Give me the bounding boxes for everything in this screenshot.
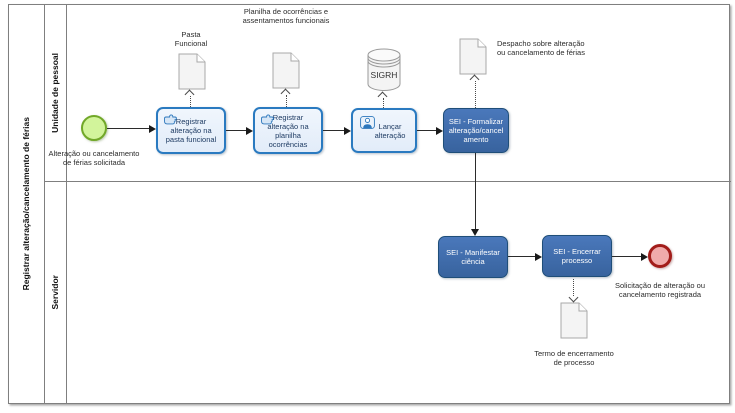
document-icon (272, 52, 300, 89)
task-sei-manifestar-ciencia[interactable]: SEI - Manifestar ciência (438, 236, 508, 278)
assoc-task2-doc2 (286, 95, 287, 107)
process-pool: Registrar alteração/cancelamento de féri… (8, 4, 731, 404)
datastore-label: SIGRH (371, 70, 398, 80)
lane-servidor: Servidor (45, 181, 67, 403)
document-icon (560, 302, 588, 339)
flow-task3-to-task4 (417, 130, 436, 131)
task-label: Registrar alteração na planilha ocorrênc… (267, 112, 309, 149)
end-event[interactable] (648, 244, 672, 268)
task-label: Lançar alteração (374, 121, 406, 140)
task-label: SEI - Encerrar processo (553, 247, 601, 265)
flow-task1-to-task2 (226, 130, 246, 131)
flow-arrowhead (344, 127, 351, 135)
datastore-sigrh[interactable]: SIGRH (366, 47, 402, 94)
user-task-person-icon (360, 116, 375, 131)
manual-task-hand-icon (163, 114, 177, 127)
task-sei-formalizar[interactable]: SEI - Formalizar alteração/cancelamento (443, 108, 509, 153)
assoc-task1-doc1 (190, 96, 191, 107)
lane-unidade-de-pessoal: Unidade de pessoal (45, 5, 67, 181)
flow-arrowhead (471, 229, 479, 236)
pool-title: Registrar alteração/cancelamento de féri… (21, 117, 32, 291)
flow-task4-to-task5 (475, 153, 476, 229)
task-label: SEI - Manifestar ciência (446, 248, 500, 266)
flow-task2-to-task3 (323, 130, 344, 131)
task-lancar-alteracao[interactable]: Lançar alteração (351, 108, 417, 153)
document-label: Termo de encerramento de processo (534, 349, 614, 367)
document-pasta-funcional[interactable] (178, 53, 206, 92)
lane-label: Servidor (50, 274, 61, 310)
flow-arrowhead (246, 127, 253, 135)
assoc-task3-sigrh (383, 98, 384, 108)
document-termo-encerramento[interactable] (560, 302, 588, 341)
manual-task-hand-icon (260, 114, 274, 127)
document-icon (459, 38, 487, 75)
task-registrar-planilha-ocorrencias[interactable]: Registrar alteração na planilha ocorrênc… (253, 107, 323, 154)
database-icon: SIGRH (367, 48, 401, 91)
document-planilha-ocorrencias[interactable] (272, 52, 300, 91)
start-event-label: Alteração ou cancelamento de férias soli… (48, 149, 140, 167)
start-event[interactable] (81, 115, 107, 141)
document-label: Despacho sobre alteração ou cancelamento… (497, 39, 585, 57)
end-event-label: Solicitação de alteração ou cancelamento… (614, 281, 706, 299)
task-label: Registrar alteração na pasta funcional (165, 117, 217, 144)
flow-arrowhead (149, 125, 156, 133)
document-label: Planilha de ocorrências e assentamentos … (242, 7, 330, 25)
document-despacho[interactable] (459, 38, 487, 77)
task-sei-encerrar-processo[interactable]: SEI - Encerrar processo (542, 235, 612, 277)
lane-divider (45, 181, 731, 182)
flow-task6-to-end (612, 256, 641, 257)
lane-label: Unidade de pessoal (50, 53, 61, 133)
assoc-task6-doc4 (573, 279, 574, 296)
task-registrar-pasta-funcional[interactable]: Registrar alteração na pasta funcional (156, 107, 226, 154)
flow-arrowhead (641, 253, 648, 261)
task-label: SEI - Formalizar alteração/cancelamento (448, 117, 504, 144)
assoc-task4-doc3 (475, 81, 476, 108)
pool-title-cell: Registrar alteração/cancelamento de féri… (9, 5, 45, 403)
flow-arrowhead (535, 253, 542, 261)
flow-task5-to-task6 (508, 256, 535, 257)
flow-start-to-task1 (107, 128, 149, 129)
flow-arrowhead (436, 127, 443, 135)
document-label: Pasta Funcional (174, 30, 208, 48)
document-icon (178, 53, 206, 90)
